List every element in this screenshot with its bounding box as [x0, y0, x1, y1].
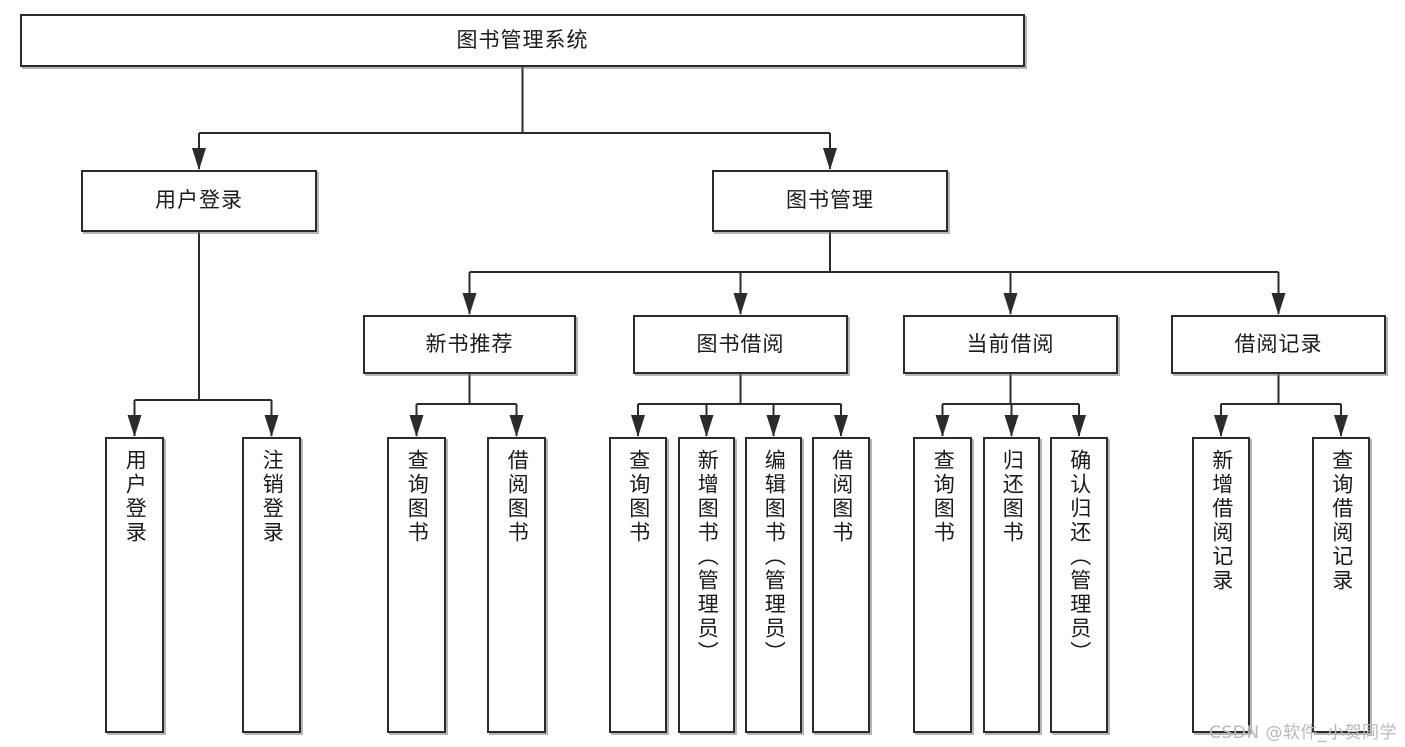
node-label: 新增图书（管理员）	[695, 449, 720, 665]
node-label: 查询图书	[931, 449, 956, 545]
node-label: 用户登录	[123, 449, 148, 545]
node-l3-new-book-rec[interactable]: 新书推荐	[363, 315, 576, 374]
node-label: 编辑图书（管理员）	[762, 449, 787, 665]
node-label: 图书管理系统	[456, 27, 589, 52]
node-l3-book-borrow[interactable]: 图书借阅	[633, 315, 848, 374]
node-label: 确认归还（管理员）	[1067, 449, 1092, 665]
node-l4-user-login[interactable]: 用户登录	[105, 437, 164, 733]
node-l4-query-record[interactable]: 查询借阅记录	[1312, 437, 1370, 733]
node-label: 图书借阅	[696, 331, 785, 356]
node-l4-confirm-return[interactable]: 确认归还（管理员）	[1050, 437, 1108, 733]
node-root[interactable]: 图书管理系统	[20, 14, 1025, 67]
node-l4-query-book-b[interactable]: 查询图书	[609, 437, 667, 733]
node-label: 查询图书	[405, 449, 430, 545]
node-l4-edit-book[interactable]: 编辑图书（管理员）	[745, 437, 802, 733]
node-label: 查询借阅记录	[1329, 449, 1354, 593]
node-label: 当前借阅	[966, 331, 1055, 356]
node-label: 注销登录	[260, 449, 285, 545]
node-l4-query-book-a[interactable]: 查询图书	[387, 437, 446, 733]
node-l3-borrow-record[interactable]: 借阅记录	[1171, 315, 1386, 374]
node-l4-add-book[interactable]: 新增图书（管理员）	[678, 437, 735, 733]
node-label: 归还图书	[1000, 449, 1025, 545]
node-l4-add-record[interactable]: 新增借阅记录	[1192, 437, 1250, 733]
node-label: 新增借阅记录	[1209, 449, 1234, 593]
node-l2-user-login[interactable]: 用户登录	[81, 170, 317, 232]
node-l4-return-book[interactable]: 归还图书	[983, 437, 1040, 733]
node-l4-query-book-c[interactable]: 查询图书	[913, 437, 972, 733]
node-label: 查询图书	[626, 449, 651, 545]
node-label: 借阅图书	[829, 449, 854, 545]
node-label: 图书管理	[786, 188, 874, 213]
node-label: 借阅图书	[505, 449, 530, 545]
node-l4-borrow-book-a[interactable]: 借阅图书	[487, 437, 546, 733]
node-label: 用户登录	[155, 188, 243, 213]
node-label: 新书推荐	[425, 331, 514, 356]
node-l2-book-manage[interactable]: 图书管理	[712, 170, 948, 232]
node-l4-logout[interactable]: 注销登录	[242, 437, 301, 733]
node-label: 借阅记录	[1234, 331, 1323, 356]
node-l4-borrow-book-b[interactable]: 借阅图书	[812, 437, 870, 733]
node-l3-current-borrow[interactable]: 当前借阅	[903, 315, 1118, 374]
